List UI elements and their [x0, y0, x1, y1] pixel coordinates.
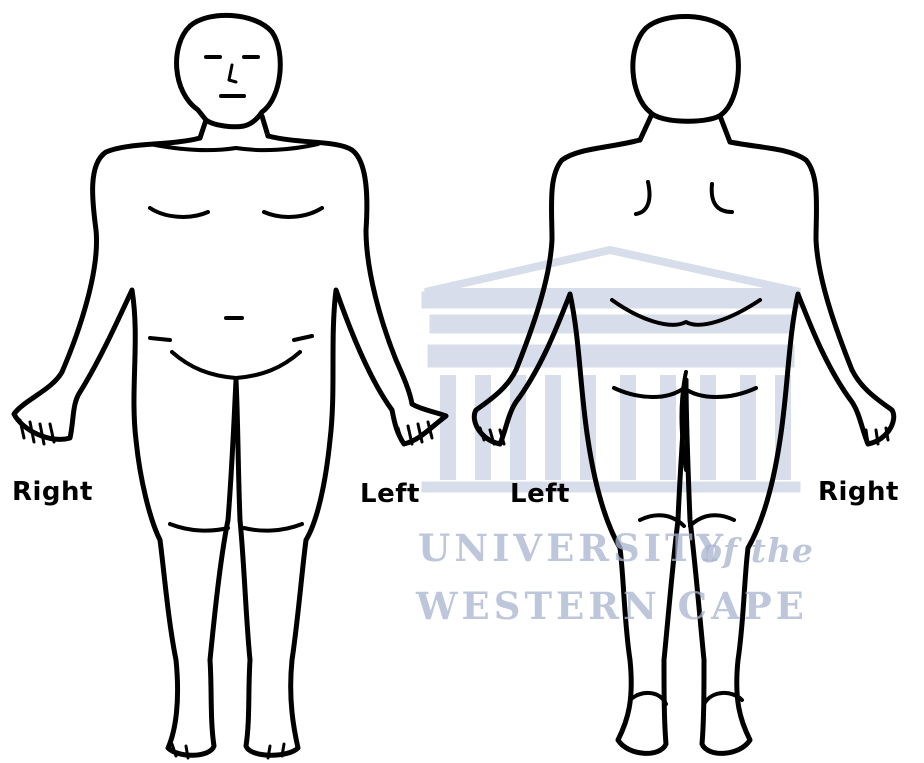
front-nose: [229, 65, 236, 82]
back-neck-left: [640, 114, 652, 140]
front-feet: [172, 744, 284, 758]
back-knee-right: [690, 515, 734, 526]
back-left-label: Left: [510, 481, 570, 507]
front-head: [177, 15, 281, 126]
building-base: [422, 482, 800, 492]
back-right-label: Right: [818, 479, 899, 505]
front-knee-right: [170, 524, 228, 531]
back-shoulderblade-right: [712, 184, 732, 212]
watermark-western-cape-text: WESTERN CAPE: [416, 588, 808, 625]
watermark-university-text: UNIVERSITY: [418, 530, 727, 567]
front-groin: [172, 352, 300, 378]
back-head: [633, 16, 739, 121]
building-frieze: [430, 315, 792, 333]
front-collarbones: [150, 144, 318, 150]
back-shoulderblade-left: [636, 182, 650, 214]
front-chest-left: [264, 208, 322, 217]
front-knee-left: [244, 524, 302, 531]
back-heel-left: [630, 693, 666, 704]
front-body-figure: [14, 15, 446, 758]
back-body-figure: [474, 16, 893, 753]
building-pediment: [425, 250, 800, 292]
building-beam: [428, 345, 794, 367]
university-building-watermark: [422, 250, 800, 492]
front-hip-right: [150, 338, 170, 340]
front-body-outline-right: [14, 138, 236, 755]
front-neck-left: [200, 120, 206, 138]
front-neck-right: [262, 116, 268, 136]
front-body-outline-left: [236, 136, 446, 755]
front-left-label: Left: [360, 481, 420, 507]
front-right-label: Right: [12, 479, 93, 505]
front-chest-right: [150, 208, 208, 217]
watermark-of-the-text: of the: [700, 534, 814, 567]
back-neck-right: [720, 116, 730, 142]
front-hip-left: [294, 336, 312, 340]
